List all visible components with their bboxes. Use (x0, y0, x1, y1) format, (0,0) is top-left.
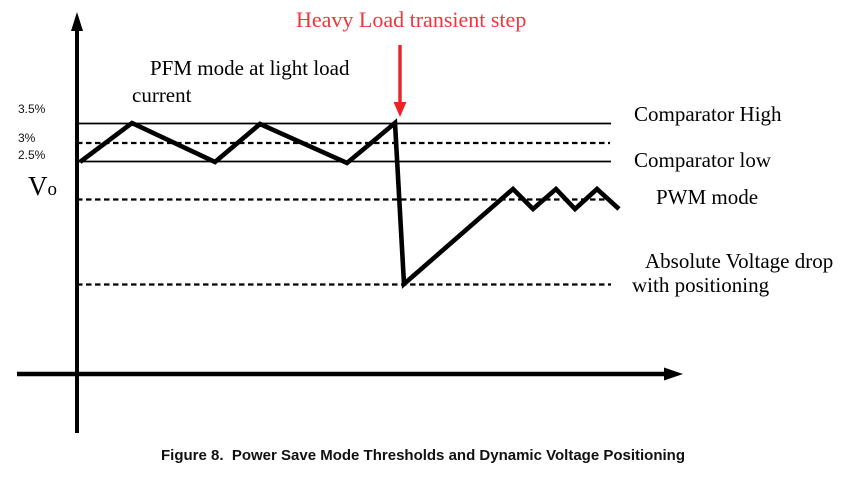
pfm-mode-label-line1: PFM mode at light load (150, 56, 350, 80)
tick-3-5-percent: 3.5% (18, 102, 46, 116)
vo-axis-label-v: V (28, 171, 48, 201)
figure-caption: Figure 8. Power Save Mode Thresholds and… (161, 447, 685, 464)
transient-step-label: Heavy Load transient step (296, 7, 527, 32)
tick-2-5-percent: 2.5% (18, 148, 46, 162)
transient-arrow-head-icon (393, 102, 407, 117)
y-axis-arrowhead-icon (71, 12, 83, 31)
absolute-drop-label-line2: with positioning (632, 273, 770, 297)
output-voltage-waveform (78, 118, 621, 289)
comparator-high-label: Comparator High (634, 102, 782, 126)
vo-axis-label: Vo (28, 171, 58, 202)
vo-axis-label-o: o (47, 179, 58, 200)
comparator-low-label: Comparator low (634, 148, 772, 172)
tick-3-percent: 3% (18, 131, 36, 145)
x-axis-arrowhead-icon (664, 367, 683, 381)
pwm-mode-label: PWM mode (656, 185, 759, 209)
pfm-mode-label-line2: current (132, 83, 192, 107)
absolute-drop-label-line1: Absolute Voltage drop (645, 249, 834, 273)
